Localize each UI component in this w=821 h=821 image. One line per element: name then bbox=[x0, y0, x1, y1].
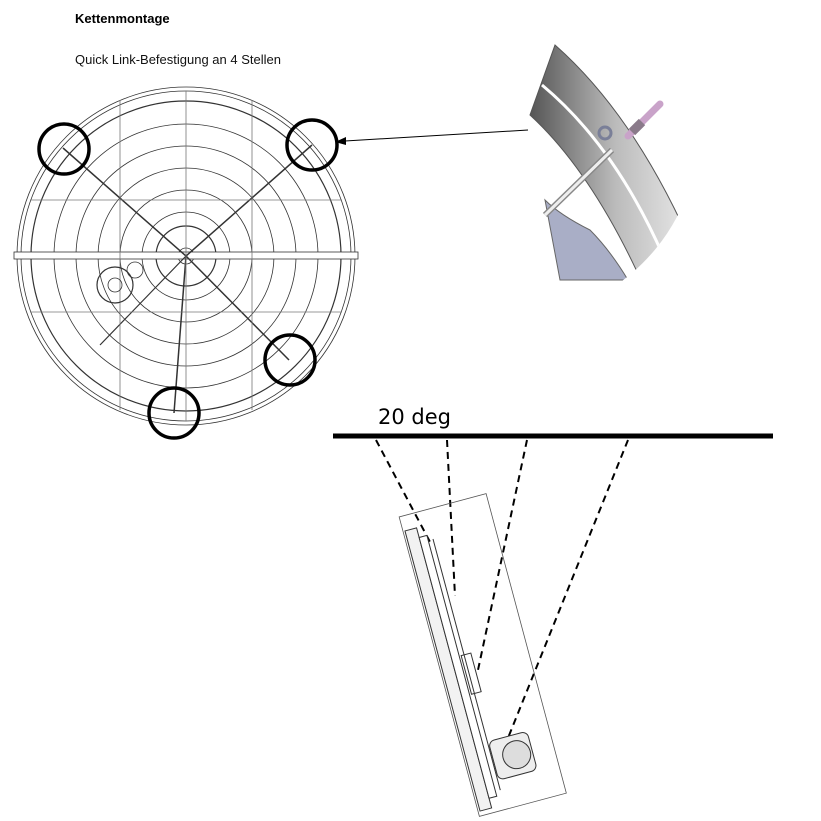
page-title: Kettenmontage bbox=[75, 11, 170, 26]
marker-circle bbox=[285, 118, 339, 172]
quick-link-markers bbox=[37, 118, 339, 440]
angle-label: 20 deg bbox=[378, 405, 451, 429]
marker-circle bbox=[263, 333, 317, 387]
fan-side-view bbox=[398, 493, 567, 817]
fan-top-view bbox=[13, 86, 359, 426]
chain-lines bbox=[375, 439, 629, 739]
marker-circle bbox=[147, 386, 201, 440]
quick-link-detail-view bbox=[529, 44, 700, 281]
callout-arrow bbox=[335, 129, 529, 145]
marker-circle bbox=[37, 122, 91, 176]
tilt-diagram: 20 deg bbox=[333, 405, 773, 817]
page-subtitle: Quick Link-Befestigung an 4 Stellen bbox=[75, 52, 281, 67]
